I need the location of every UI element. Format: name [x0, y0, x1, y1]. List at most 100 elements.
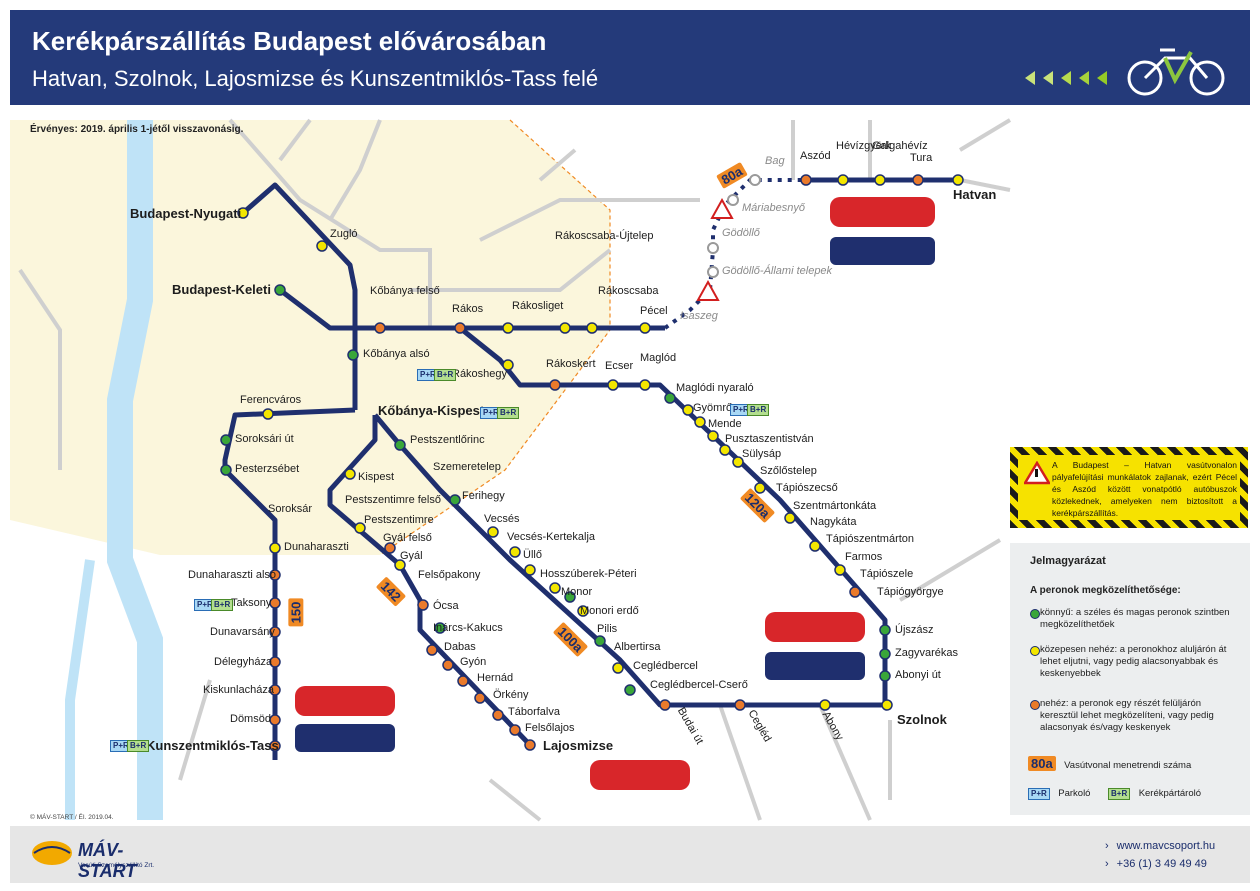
station-domsod: Dömsöd [230, 713, 271, 725]
station-rakoscsaba-ujtelep: Rákoscsaba-Újtelep [555, 230, 654, 242]
station-inarcs-kakucs: Inárcs-Kakucs [433, 622, 503, 634]
legend-br-text: Kerékpártároló [1138, 788, 1201, 799]
station-aszod: Aszód [800, 150, 831, 162]
station-farmos: Farmos [845, 551, 883, 563]
station-tura: Tura [910, 152, 933, 164]
easy-dot-icon [1030, 609, 1040, 619]
br-badge: B+R [497, 407, 520, 419]
station-tapioszele: Tápiószele [860, 568, 914, 580]
station-ecser: Ecser [605, 360, 634, 372]
bicycle-icon [1025, 48, 1225, 96]
station-zagyvarekas: Zagyvarékas [895, 647, 958, 659]
station-godollo: Gödöllő [722, 227, 760, 239]
page-subtitle: Hatvan, Szolnok, Lajosmizse és Kunszentm… [32, 66, 599, 91]
logo-sub: Vasúti Személyszállító Zrt. [78, 862, 155, 869]
warning-box: A Budapest – Hatvan vasútvonalon pályafe… [1010, 447, 1248, 528]
station-pecel: Pécel [640, 305, 668, 317]
br-badge: B+R [747, 404, 770, 416]
phone-contact: › +36 (1) 3 49 49 49 [1105, 858, 1207, 870]
station-monori-erdo: Monori erdő [580, 605, 639, 617]
station-gyal: Gyál [400, 550, 423, 562]
station-godollo-allami: Gödöllő-Állami telepek [722, 265, 833, 277]
station-hernad: Hernád [477, 672, 514, 684]
station-felsopakony: Felsőpakony [418, 569, 481, 581]
station-soroksar: Soroksár [268, 503, 313, 515]
station-hatvan: Hatvan [953, 187, 997, 202]
station-mende: Mende [708, 418, 742, 430]
station-szemeretelep: Szemeretelep [433, 461, 501, 473]
station-pestszentimre-felso: Pestszentimre felső [345, 494, 441, 506]
page-title: Kerékpárszállítás Budapest elővárosában [32, 26, 547, 56]
station-hosszuberek-peteri: Hosszúberek-Péteri [540, 568, 637, 580]
legend-title: Jelmagyarázat [1030, 555, 1106, 567]
legend-pr: P+R Parkoló [1028, 783, 1090, 801]
station-rakoshegy: Rákoshegy [452, 368, 508, 380]
station-albertirsa: Albertirsa [614, 641, 661, 653]
station-kobanya-kispest: Kőbánya-Kispest [378, 403, 485, 418]
legend-medium-text: közepesen nehéz: a peronokhoz aluljárón … [1040, 644, 1227, 679]
station-dunaharaszti-also: Dunaharaszti alsó [188, 569, 277, 581]
station-galgahevitz: Galgahévíz [872, 140, 928, 152]
validity-note: Érvényes: 2019. április 1-jétől visszavo… [30, 124, 244, 135]
station-szentmartonkata: Szentmártonkáta [793, 500, 877, 512]
station-tapioszentmarton: Tápiószentmárton [826, 533, 915, 545]
station-kobanya-also: Kőbánya alsó [363, 348, 430, 360]
station-vecses-kertekalja: Vecsés-Kertekalja [507, 531, 596, 543]
station-lajosmizse: Lajosmizse [543, 738, 614, 753]
station-kispest: Kispest [358, 471, 395, 483]
logo-name: MÁV-START [78, 840, 137, 881]
station-ceglbercel: Ceglédbercel [633, 660, 698, 672]
br-badge: B+R [211, 599, 234, 611]
legend-pr-badge: P+R [1028, 788, 1050, 800]
arrow-icon: › [1105, 858, 1109, 870]
station-kunszentmiklos-tass: Kunszentmiklós-Tass [146, 738, 279, 753]
station-monor: Monor [561, 586, 593, 598]
mav-start-logo: MÁV-START Vasúti Személyszállító Zrt. [30, 838, 154, 881]
station-nagykata: Nagykáta [810, 516, 857, 528]
station-maglodi-nyaralo: Maglódi nyaraló [676, 382, 754, 394]
line-150-badge: 150 [288, 598, 304, 627]
station-isaszeg: Isaszeg [680, 310, 718, 322]
legend-hard: nehéz: a peronok egy részét felüljárón k… [1030, 698, 1240, 734]
station-ceglbercel-csero: Ceglédbercel-Cserő [650, 679, 748, 691]
station-mariabesnyo: Máriabesnyő [742, 202, 805, 214]
station-gyomro: Gyömrő [693, 402, 733, 414]
legend-subtitle: A peronok megközelíthetősége: [1030, 585, 1181, 596]
station-rakos: Rákos [452, 303, 484, 315]
roadwork-warning-icon [1024, 461, 1050, 485]
station-kiskunlachaza: Kiskunlacháza [203, 684, 274, 696]
legend-line-number: 80a Vasútvonal menetrendi száma [1028, 755, 1191, 773]
station-ujszasz: Újszász [895, 624, 934, 636]
station-delegyhaza: Délegyháza [214, 656, 273, 668]
arrow-icon: › [1105, 840, 1109, 852]
station-vecses: Vecsés [484, 513, 520, 525]
station-pesterzsebet: Pesterzsébet [235, 463, 300, 475]
station-abonyi-ut: Abonyi út [895, 669, 941, 681]
station-tapioszecso: Tápiószecső [776, 482, 838, 494]
legend-easy: könnyű: a széles és magas peronok szintb… [1030, 607, 1240, 631]
station-orkeny: Örkény [493, 689, 529, 701]
legend-medium: közepesen nehéz: a peronokhoz aluljárón … [1030, 644, 1240, 680]
station-kobanya-felso: Kőbánya felső [370, 285, 440, 297]
station-sulysap: Sülysáp [742, 448, 782, 460]
legend-br: B+R Kerékpártároló [1108, 783, 1201, 801]
pr-badge: P+R [194, 599, 216, 611]
station-tapiogyorgye: Tápiógyörgye [877, 586, 944, 598]
station-szolostelep: Szőlőstelep [760, 465, 817, 477]
station-ferihegy: Ferihegy [462, 490, 505, 502]
station-zuglo: Zugló [330, 228, 358, 240]
station-gyon: Gyón [460, 656, 487, 668]
legend-pr-text: Parkoló [1058, 788, 1091, 799]
mav-start-logo-icon [32, 841, 72, 865]
station-rakoscsaba: Rákoscsaba [598, 285, 659, 297]
station-dabas: Dabas [444, 641, 476, 653]
website-link[interactable]: ›www.mavcsoport.hu [1105, 840, 1215, 852]
warning-text: A Budapest – Hatvan vasútvonalon pályafe… [1052, 460, 1237, 518]
phone-text: +36 (1) 3 49 49 49 [1116, 858, 1207, 870]
train-icon [295, 197, 935, 790]
station-soroksari-ut: Soroksári út [235, 433, 294, 445]
station-maglod: Maglód [640, 352, 677, 364]
legend-line-text: Vasútvonal menetrendi száma [1064, 760, 1192, 771]
br-badge: B+R [434, 369, 457, 381]
